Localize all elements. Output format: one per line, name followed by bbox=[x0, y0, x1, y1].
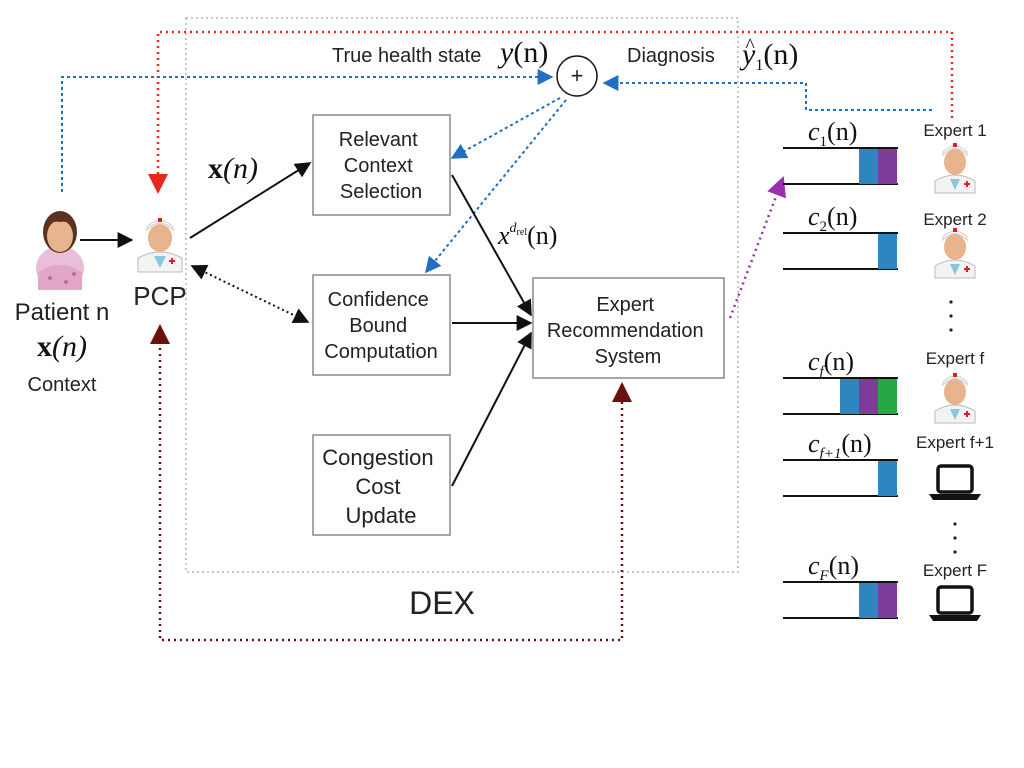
queue-label: c2(n) bbox=[808, 202, 857, 235]
queue-label: c1(n) bbox=[808, 117, 857, 150]
expert-label: Expert f bbox=[926, 349, 985, 368]
patient-context-label: Context bbox=[28, 374, 97, 396]
diagnosis-label: Diagnosis bbox=[627, 45, 715, 67]
relevant-line-1: Relevant bbox=[339, 129, 418, 151]
queue-job-block bbox=[878, 583, 897, 618]
queue-job-block bbox=[878, 461, 897, 496]
sum-symbol: + bbox=[571, 63, 584, 88]
true-health-symbol: y(n) bbox=[497, 36, 548, 69]
relevant-to-recommendation-arrow bbox=[451, 174, 532, 317]
feedback-relevant-line bbox=[450, 97, 561, 159]
patient-context-symbol: x(n) bbox=[37, 330, 87, 363]
svg-text:Confidence Bound Compu: Confidence Bound Computation bbox=[324, 289, 437, 363]
diagnosis-line bbox=[602, 75, 932, 111]
queue-label: cF(n) bbox=[808, 551, 859, 584]
true-health-line bbox=[61, 69, 554, 192]
ellipsis-dots-upper bbox=[949, 300, 953, 332]
queue-job-block bbox=[878, 149, 897, 184]
expert-row: c1(n) Expert 1 bbox=[783, 117, 987, 194]
relevant-line-2: Context bbox=[344, 155, 413, 177]
dex-boundary bbox=[185, 17, 739, 573]
confidence-line-3: Computation bbox=[324, 341, 437, 363]
expert-feedback-line bbox=[148, 30, 954, 194]
pcp-output-symbol: x(n) bbox=[208, 152, 258, 185]
confidence-line-2: Bound bbox=[349, 315, 407, 337]
true-health-label: True health state bbox=[332, 45, 481, 67]
recommendation-line-1: Expert bbox=[596, 294, 654, 316]
laptop-icon bbox=[929, 464, 981, 500]
recommendation-line-2: Recommendation bbox=[547, 320, 704, 342]
queue-job-block bbox=[859, 149, 878, 184]
relevant-line-3: Selection bbox=[340, 181, 422, 203]
recommendation-to-pcp-line bbox=[150, 324, 632, 642]
doctor-icon bbox=[934, 143, 976, 194]
queue-job-block bbox=[859, 583, 878, 618]
congestion-line-3: Update bbox=[346, 503, 417, 528]
expert-recommendation-box bbox=[532, 277, 725, 379]
sum-node bbox=[556, 55, 598, 97]
expert-row: cf(n) Expert f bbox=[783, 347, 985, 424]
congestion-to-recommendation-arrow bbox=[451, 331, 532, 487]
diagnosis-symbol: y1(n) bbox=[739, 38, 798, 74]
expert-label: Expert 1 bbox=[923, 121, 986, 140]
expert-label: Expert 2 bbox=[923, 210, 986, 229]
confidence-line-1: Confidence bbox=[328, 289, 429, 311]
queue-job-block bbox=[840, 379, 859, 414]
laptop-icon bbox=[929, 585, 981, 621]
patient-label: Patient n bbox=[15, 299, 110, 326]
congestion-line-2: Cost bbox=[355, 474, 400, 499]
pcp-to-relevant-arrow bbox=[189, 162, 312, 239]
relevant-signal-symbol: xdrel(n) bbox=[497, 221, 557, 250]
expert-row: cf+1(n) Expert f+1 bbox=[783, 429, 994, 500]
congestion-cost-box bbox=[312, 434, 451, 536]
feedback-confidence-line bbox=[424, 99, 567, 274]
svg-text:Congestion Cost Update: Congestion Cost Update bbox=[322, 445, 439, 528]
patient-icon bbox=[36, 211, 84, 290]
queue-label: cf+1(n) bbox=[808, 429, 872, 462]
expert-label: Expert F bbox=[923, 561, 987, 580]
doctor-icon bbox=[934, 228, 976, 279]
relevant-context-box bbox=[312, 114, 451, 216]
experts-layer: c1(n)Expert 1c2(n)Expert 2cf(n)Expert fc… bbox=[783, 117, 994, 621]
expert-row: c2(n) Expert 2 bbox=[783, 202, 987, 279]
doctor-icon bbox=[934, 373, 976, 424]
svg-text:Expert Recommendation: Expert Recommendation System bbox=[547, 294, 709, 368]
pcp-doctor-icon bbox=[137, 218, 183, 273]
queue-job-block bbox=[859, 379, 878, 414]
expert-label: Expert f+1 bbox=[916, 433, 994, 452]
queue-job-block bbox=[878, 234, 897, 269]
ellipsis-dots-lower bbox=[953, 522, 957, 554]
recommendation-line-3: System bbox=[595, 346, 662, 368]
queue-job-block bbox=[878, 379, 897, 414]
confidence-bound-box bbox=[312, 274, 451, 376]
expert-row: cF(n) Expert F bbox=[783, 551, 987, 621]
recommendation-to-queues-arrow bbox=[728, 176, 786, 319]
svg-text:Relevant Context Selec: Relevant Context Selection bbox=[339, 129, 424, 203]
congestion-line-1: Congestion bbox=[322, 445, 433, 470]
dex-title: DEX bbox=[409, 585, 475, 621]
diagnosis-hat: ^ bbox=[745, 35, 755, 57]
pcp-confidence-link bbox=[190, 265, 310, 323]
queue-label: cf(n) bbox=[808, 347, 854, 380]
pcp-label: PCP bbox=[133, 281, 186, 311]
